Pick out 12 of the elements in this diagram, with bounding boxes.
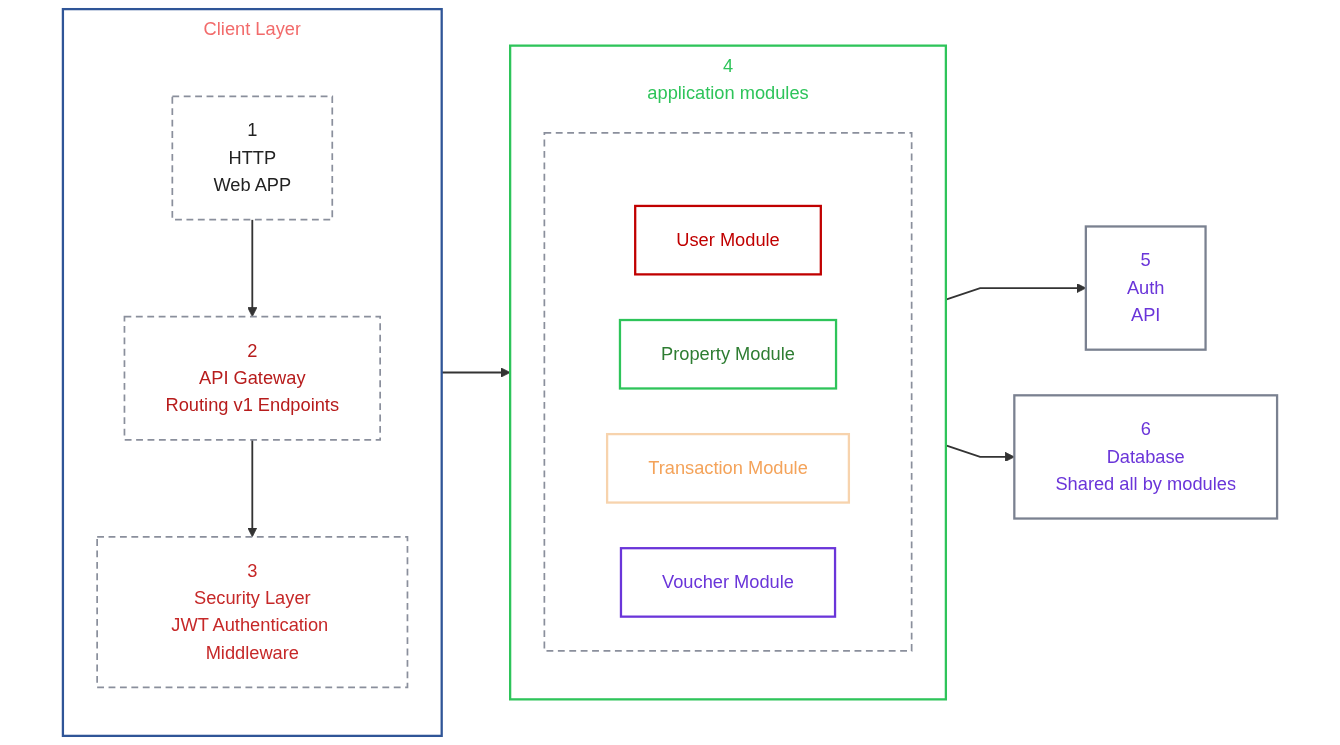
- node-box: Transaction Module: [606, 432, 851, 504]
- node-box: Voucher Module: [619, 547, 837, 618]
- arrow: [247, 218, 258, 318]
- node-box: Property Module: [618, 318, 838, 390]
- node-box: 3 Security Layer JWT Authentication Middleware: [96, 535, 409, 689]
- node-box: 1 HTTP Web APP: [171, 95, 334, 221]
- cluster: [543, 132, 913, 652]
- node-box: 6 Database Shared all by modules: [1013, 394, 1279, 520]
- node-box: 5 Auth API: [1084, 225, 1207, 351]
- arrow: [247, 438, 258, 538]
- node-box: 2 API Gateway Routing v1 Endpoints: [123, 315, 381, 441]
- node-box: User Module: [634, 204, 822, 276]
